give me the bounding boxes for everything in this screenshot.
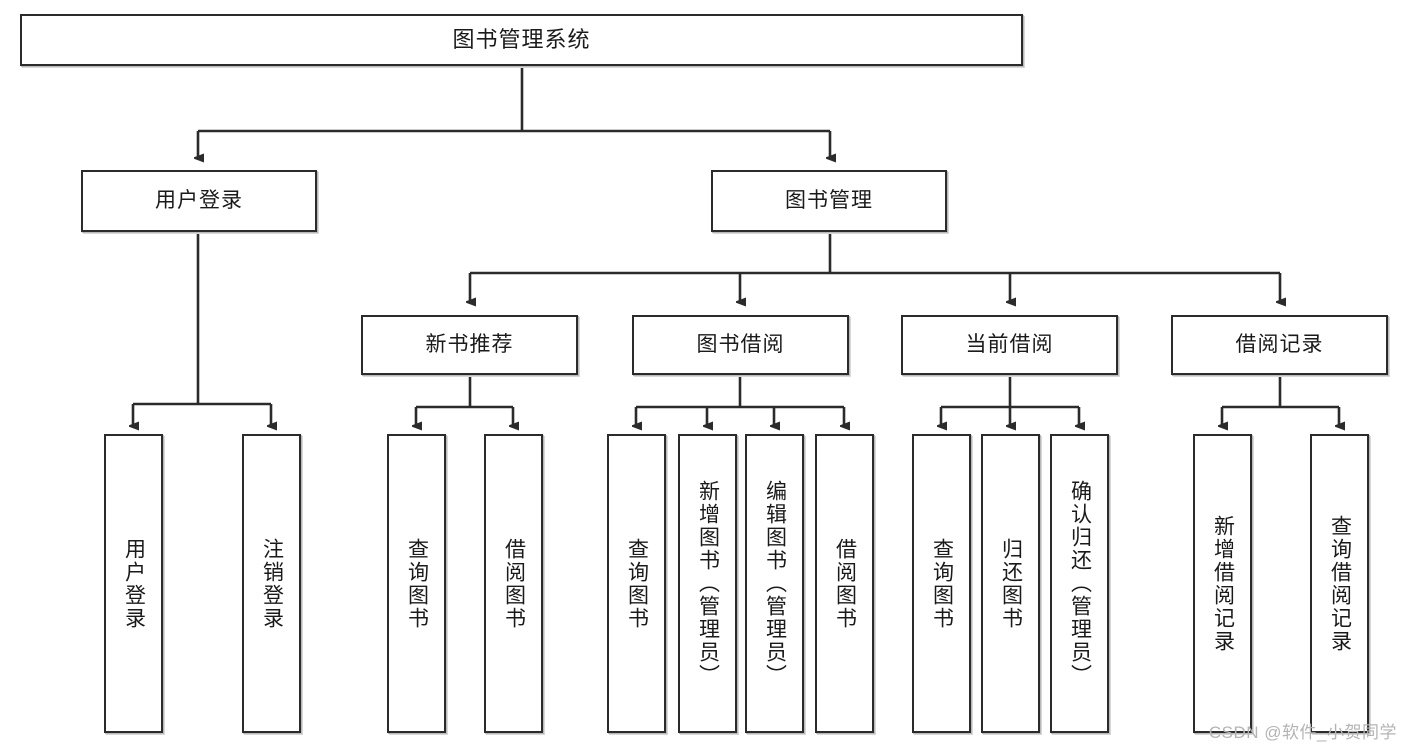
node-current-borrow[interactable]: 当前借阅 — [901, 315, 1118, 375]
node-book-borrow[interactable]: 图书借阅 — [632, 315, 849, 375]
leaf-borrow-record-add-label: 新增借阅记录 — [1211, 514, 1235, 653]
leaf-user-login-logout-label: 注销登录 — [260, 537, 284, 630]
node-new-book-recommend[interactable]: 新书推荐 — [361, 315, 578, 375]
node-current-borrow-label: 当前借阅 — [965, 332, 1054, 356]
node-root[interactable]: 图书管理系统 — [20, 14, 1023, 66]
leaf-new-book-borrow[interactable]: 借阅图书 — [484, 434, 543, 733]
node-new-book-recommend-label: 新书推荐 — [425, 332, 514, 356]
node-user-login-label: 用户登录 — [155, 188, 243, 212]
leaf-book-borrow-edit[interactable]: 编辑图书（管理员） — [745, 434, 804, 733]
leaf-current-borrow-query-label: 查询图书 — [930, 537, 954, 630]
leaf-book-borrow-edit-label: 编辑图书（管理员） — [763, 480, 787, 687]
leaf-borrow-record-query-label: 查询借阅记录 — [1328, 514, 1352, 653]
leaf-borrow-record-query[interactable]: 查询借阅记录 — [1310, 434, 1369, 733]
leaf-book-borrow-borrow-label: 借阅图书 — [833, 537, 857, 630]
leaf-user-login-login[interactable]: 用户登录 — [104, 434, 163, 733]
node-root-label: 图书管理系统 — [452, 27, 591, 53]
leaf-new-book-query[interactable]: 查询图书 — [387, 434, 446, 733]
node-book-management-label: 图书管理 — [785, 188, 873, 212]
leaf-new-book-borrow-label: 借阅图书 — [502, 537, 526, 630]
leaf-book-borrow-query-label: 查询图书 — [625, 537, 649, 630]
leaf-current-borrow-return[interactable]: 归还图书 — [981, 434, 1040, 733]
leaf-book-borrow-add-label: 新增图书（管理员） — [696, 480, 720, 687]
leaf-user-login-logout[interactable]: 注销登录 — [242, 434, 301, 733]
leaf-book-borrow-add[interactable]: 新增图书（管理员） — [678, 434, 737, 733]
leaf-current-borrow-confirm[interactable]: 确认归还（管理员） — [1050, 434, 1109, 733]
node-borrow-record[interactable]: 借阅记录 — [1171, 315, 1388, 375]
leaf-current-borrow-return-label: 归还图书 — [999, 537, 1023, 630]
leaf-new-book-query-label: 查询图书 — [405, 537, 429, 630]
node-book-management[interactable]: 图书管理 — [711, 170, 947, 232]
leaf-book-borrow-borrow[interactable]: 借阅图书 — [815, 434, 874, 733]
leaf-book-borrow-query[interactable]: 查询图书 — [607, 434, 666, 733]
leaf-current-borrow-query[interactable]: 查询图书 — [912, 434, 971, 733]
leaf-current-borrow-confirm-label: 确认归还（管理员） — [1068, 480, 1092, 687]
node-book-borrow-label: 图书借阅 — [696, 332, 785, 356]
leaf-user-login-login-label: 用户登录 — [122, 537, 146, 630]
watermark: CSDN @软件_小贺同学 — [1208, 723, 1397, 742]
node-borrow-record-label: 借阅记录 — [1235, 332, 1324, 356]
leaf-borrow-record-add[interactable]: 新增借阅记录 — [1193, 434, 1252, 733]
node-user-login[interactable]: 用户登录 — [81, 170, 317, 232]
